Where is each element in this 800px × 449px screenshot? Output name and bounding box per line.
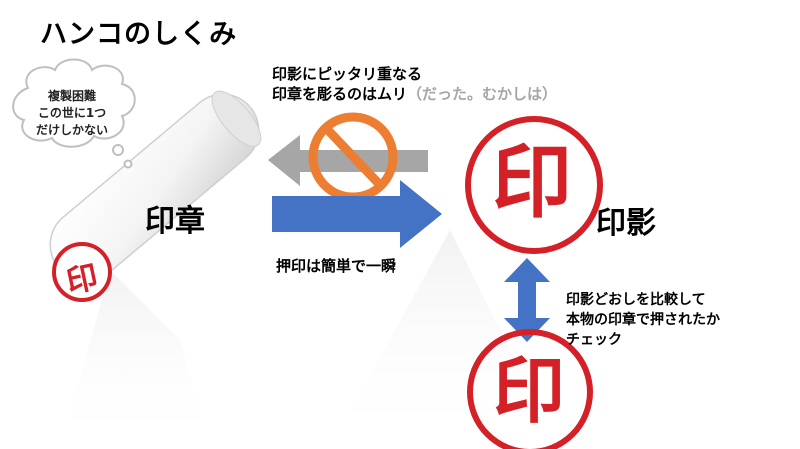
hanko-seal <box>49 90 262 302</box>
note-top-line-2-row: 印章を彫るのはムリ（だった。むかしは） <box>272 84 557 104</box>
note-top-line-1: 印影にピッタリ重なる <box>272 65 423 83</box>
inei-label: 印影 <box>596 206 656 241</box>
stamp-char-bottom: 印 <box>493 349 566 433</box>
bubble-line-1: 複製困難 <box>47 89 96 103</box>
stamp-impression-bottom <box>467 329 593 449</box>
stamp-char-top: 印 <box>492 136 572 229</box>
note-top: 印影にピッタリ重なる 印章を彫るのはムリ（だった。むかしは） <box>272 64 557 104</box>
bubble-text: 複製困難 この世に1つ だけしかない <box>22 88 122 139</box>
note-compare: 印影どおしを比較して 本物の印章で押されたか チェック <box>566 290 720 350</box>
stamp-reflection <box>330 230 560 449</box>
note-top-aside: （だった。むかしは） <box>407 85 558 103</box>
page-title: ハンコのしくみ <box>40 19 238 50</box>
note-compare-line-2: 本物の印章で押されたか <box>566 312 720 328</box>
thought-bubble-icon <box>12 58 136 169</box>
note-push: 押印は簡単で一瞬 <box>276 257 397 275</box>
hanko-reflection <box>60 270 210 449</box>
note-compare-line-1: 印影どおしを比較して <box>566 292 706 308</box>
gray-arrow-left <box>268 135 428 186</box>
note-top-line-2: 印章を彫るのはムリ <box>272 85 408 103</box>
stamp-impression-top <box>465 116 603 254</box>
blue-arrow-right <box>272 180 442 248</box>
note-compare-line-3: チェック <box>566 332 622 348</box>
hanko-label: 印章 <box>145 204 205 239</box>
bubble-line-3: だけしかない <box>35 123 108 137</box>
bubble-line-2: この世に1つ <box>37 106 107 120</box>
blue-double-arrow <box>504 258 550 342</box>
hanko-face <box>52 242 112 302</box>
